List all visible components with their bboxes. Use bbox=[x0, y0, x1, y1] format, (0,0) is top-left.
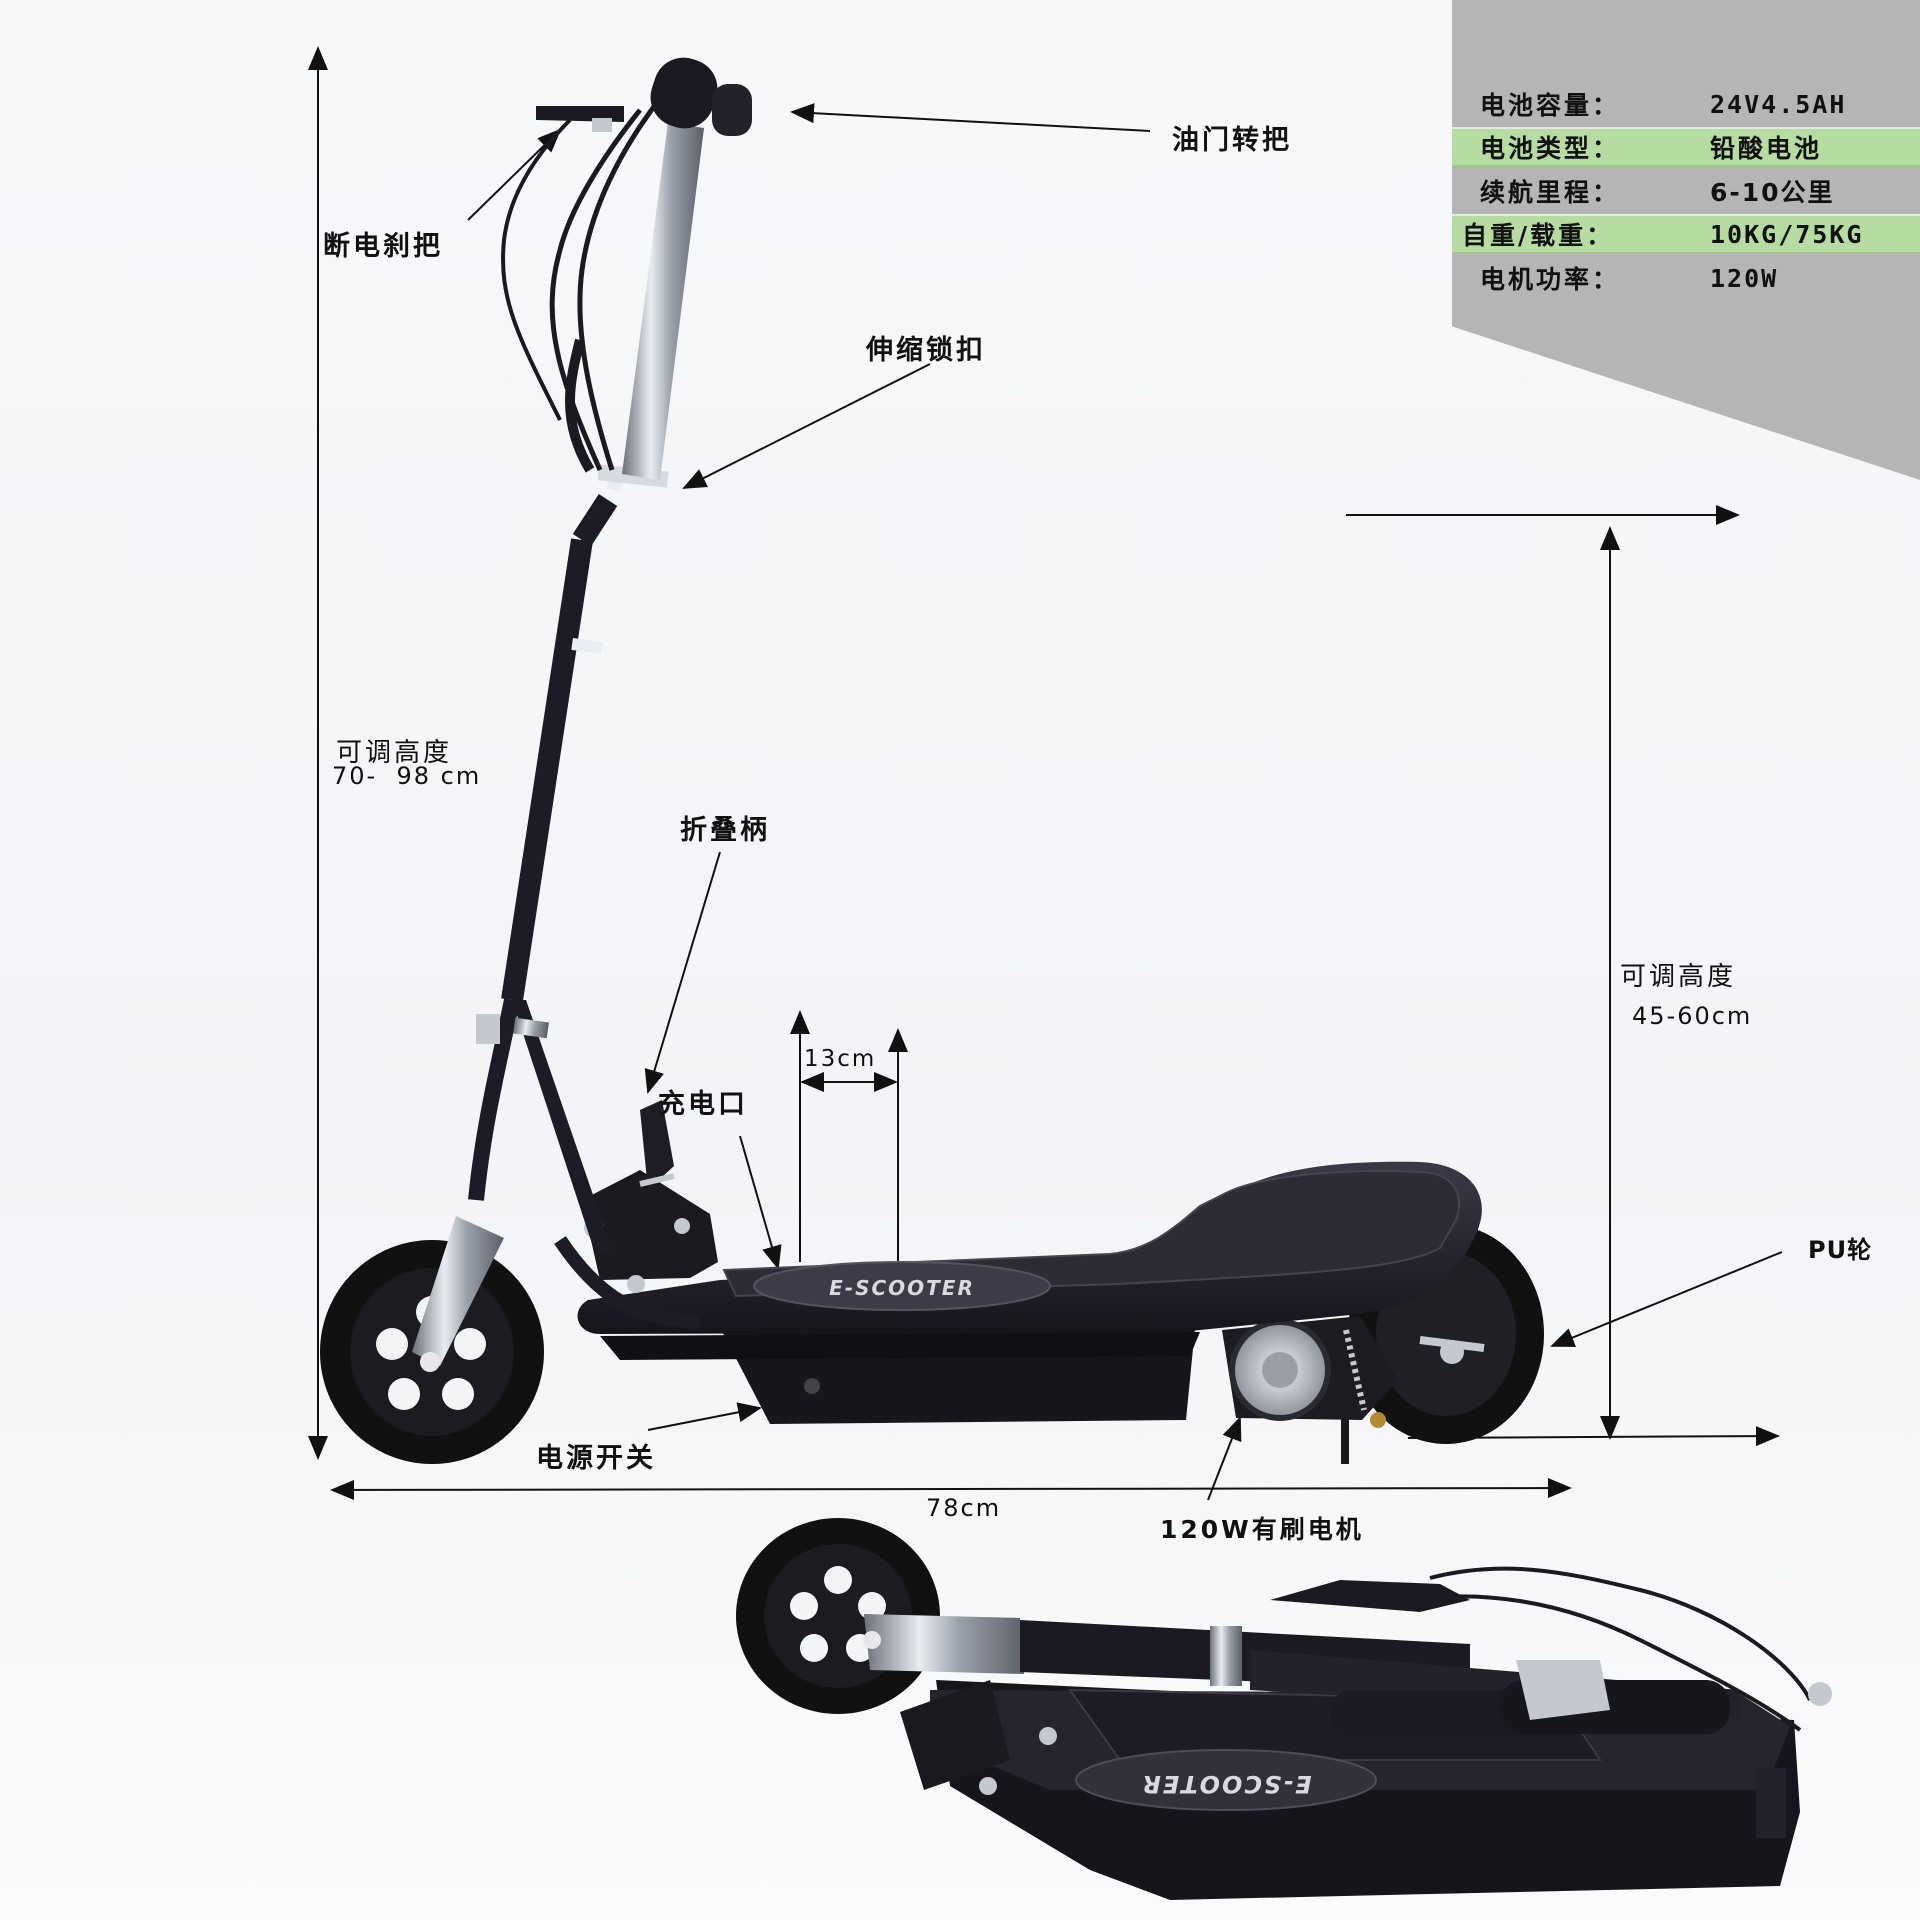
throttle-pointer bbox=[790, 103, 1151, 132]
label-adjustable-height-right-value: 45-60cm bbox=[1632, 1002, 1753, 1030]
spec-row-motor-power: 电机功率： 120W bbox=[1452, 258, 1920, 298]
power-switch bbox=[804, 1378, 820, 1394]
front-stem bbox=[468, 94, 704, 1329]
label-pu-wheel: PU轮 bbox=[1808, 1236, 1873, 1264]
folded-scooter: E-SCOOTER bbox=[736, 1518, 1832, 1900]
spec-value: 120W bbox=[1710, 263, 1779, 293]
spec-value: 铅酸电池 bbox=[1710, 134, 1823, 163]
label-throttle: 油门转把 bbox=[1172, 125, 1292, 156]
spec-row-range: 续航里程： 6-10公里 bbox=[1452, 171, 1920, 211]
label-brake-lever: 断电刹把 bbox=[323, 231, 443, 262]
spec-key: 电池类型： bbox=[1480, 134, 1621, 163]
telescopic-lock-pointer bbox=[682, 363, 931, 489]
spec-key: 自重/载重： bbox=[1462, 221, 1615, 250]
spec-value: 6-10公里 bbox=[1710, 178, 1835, 207]
folding-mechanism bbox=[582, 1100, 718, 1293]
label-deck-height: 13cm bbox=[804, 1046, 877, 1072]
motor-pointer bbox=[1207, 1416, 1242, 1501]
label-power-switch: 电源开关 bbox=[536, 1443, 656, 1474]
label-folding-handle: 折叠柄 bbox=[680, 815, 770, 846]
dimension-lines bbox=[308, 46, 1780, 1500]
folded-deck-brand-text: E-SCOOTER bbox=[1140, 1770, 1311, 1798]
power-switch-pointer bbox=[647, 1402, 762, 1431]
spec-key: 电池容量： bbox=[1480, 91, 1621, 120]
front-wheel bbox=[320, 1216, 544, 1464]
label-length: 78cm bbox=[926, 1494, 1002, 1522]
label-adjustable-height-left-value: 70- 98 cm bbox=[332, 762, 482, 790]
spec-row-battery-capacity: 电池容量： 24V4.5AH bbox=[1452, 84, 1920, 124]
label-adjustable-height-left: 可调高度 bbox=[336, 738, 453, 768]
length-dimension bbox=[330, 1478, 1572, 1500]
brake-lever-pointer bbox=[467, 128, 562, 221]
spec-value: 24V4.5AH bbox=[1710, 89, 1847, 119]
folding-handle-pointer bbox=[644, 851, 721, 1094]
label-motor: 120W有刷电机 bbox=[1160, 1515, 1364, 1544]
spec-value: 10KG/75KG bbox=[1710, 219, 1864, 249]
deck: E-SCOOTER bbox=[577, 1161, 1482, 1360]
spec-row-battery-type: 电池类型： 铅酸电池 bbox=[1452, 127, 1920, 167]
label-telescopic-lock: 伸缩锁扣 bbox=[866, 335, 986, 366]
pointer-lines bbox=[467, 103, 1783, 1501]
charging-port-pointer bbox=[739, 1135, 782, 1270]
label-charging-port: 充电口 bbox=[658, 1089, 748, 1120]
deck-brand-text: E-SCOOTER bbox=[829, 1276, 975, 1300]
label-adjustable-height-right: 可调高度 bbox=[1620, 962, 1737, 992]
standing-scooter: E-SCOOTER bbox=[320, 57, 1544, 1464]
pu-wheel-pointer bbox=[1550, 1251, 1783, 1347]
spec-key: 电机功率： bbox=[1480, 265, 1621, 294]
spec-key: 续航里程： bbox=[1480, 178, 1621, 207]
handlebar bbox=[536, 57, 752, 136]
motor-unit bbox=[1222, 1316, 1485, 1464]
spec-row-weight-load: 自重/载重： 10KG/75KG bbox=[1452, 214, 1920, 254]
